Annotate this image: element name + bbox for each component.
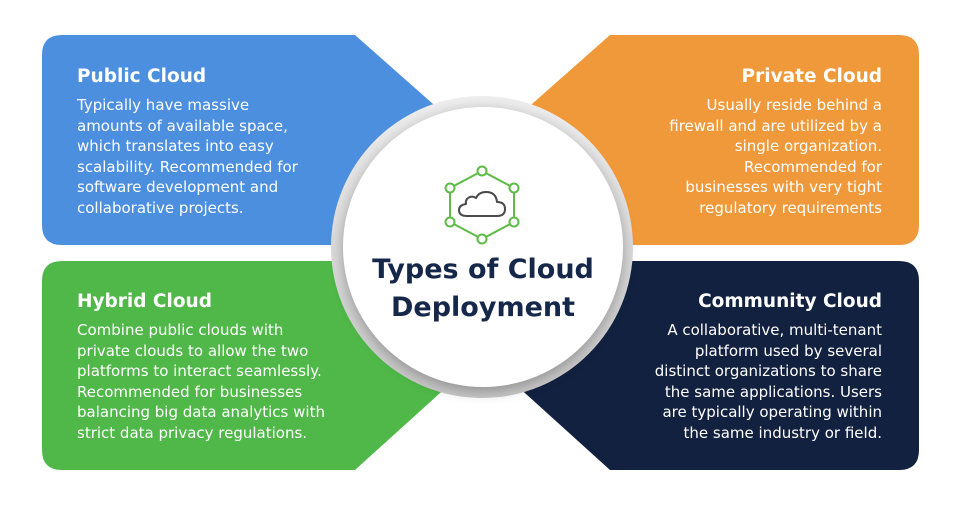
- description-line: the same industry or field.: [683, 423, 882, 442]
- description-line: Typically have massive: [77, 96, 250, 114]
- description-line: are typically operating within: [662, 403, 882, 421]
- public-cloud-title: Public Cloud: [77, 66, 207, 87]
- private-cloud-text: Private Cloud Usually reside behind a fi…: [669, 65, 882, 218]
- private-cloud-description: Usually reside behind a firewall and are…: [669, 95, 882, 218]
- description-line: platforms to interact seamlessly.: [77, 362, 322, 380]
- diagram-title-line-2: Deployment: [390, 292, 576, 323]
- description-line: strict data privacy regulations.: [77, 423, 308, 442]
- description-line: businesses with very tight: [685, 178, 882, 196]
- cloud-network-icon: [444, 165, 520, 245]
- description-line: distinct organizations to share: [654, 362, 882, 380]
- description-line: collaborative projects.: [77, 198, 244, 217]
- hybrid-cloud-title: Hybrid Cloud: [77, 291, 212, 312]
- description-line: platform used by several: [694, 341, 882, 360]
- description-line: which translates into easy: [77, 137, 274, 155]
- community-cloud-description: A collaborative, multi-tenant platform u…: [655, 320, 882, 443]
- hybrid-cloud-description: Combine public clouds with private cloud…: [77, 320, 325, 443]
- description-line: balancing big data analytics with: [77, 403, 325, 421]
- description-line: software development and: [77, 178, 279, 196]
- description-line: the same applications. Users: [664, 382, 882, 401]
- description-line: Recommended for: [743, 157, 882, 176]
- community-cloud-text: Community Cloud A collaborative, multi-t…: [655, 290, 882, 443]
- private-cloud-title: Private Cloud: [741, 66, 882, 87]
- description-line: Recommended for businesses: [77, 382, 303, 401]
- public-cloud-text: Public Cloud Typically have massive amou…: [77, 65, 298, 218]
- description-line: regulatory requirements: [699, 198, 882, 217]
- hybrid-cloud-text: Hybrid Cloud Combine public clouds with …: [77, 290, 325, 443]
- community-cloud-title: Community Cloud: [698, 291, 882, 312]
- description-line: A collaborative, multi-tenant: [667, 321, 882, 339]
- description-line: Usually reside behind a: [706, 96, 882, 114]
- public-cloud-description: Typically have massive amounts of availa…: [77, 95, 298, 218]
- diagram-title-line-1: Types of Cloud: [372, 254, 594, 285]
- description-line: scalability. Recommended for: [77, 157, 298, 176]
- description-line: single organization.: [734, 137, 882, 155]
- description-line: Combine public clouds with: [77, 321, 284, 339]
- description-line: firewall and are utilized by a: [669, 116, 882, 135]
- center-circle: [343, 107, 623, 387]
- description-line: private clouds to allow the two: [77, 341, 309, 360]
- description-line: amounts of available space,: [77, 116, 288, 135]
- diagram-title: Types of Cloud Deployment: [343, 251, 623, 327]
